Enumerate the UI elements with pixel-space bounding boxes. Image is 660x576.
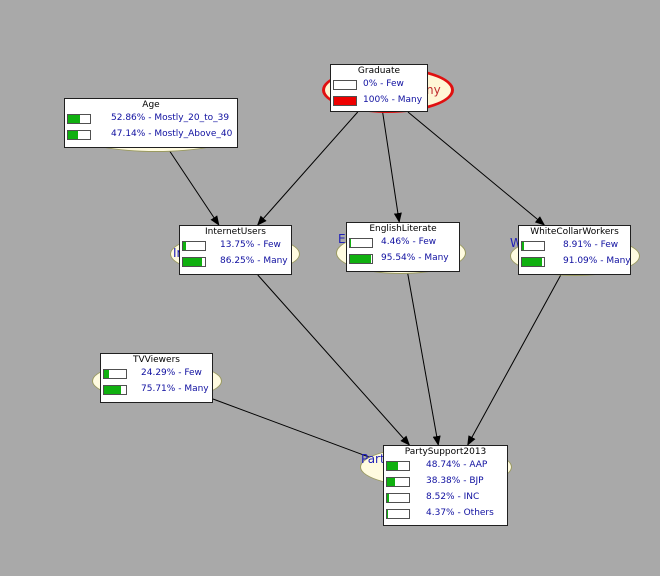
edge-graduate-to-internet (256, 111, 359, 226)
probability-bar (386, 493, 410, 503)
state-label: 24.29% - Few (141, 368, 202, 378)
node-title: Graduate (357, 66, 401, 76)
state-row[interactable]: 91.09% - Many (519, 255, 631, 271)
state-label: 52.86% - Mostly_20_to_39 (111, 113, 230, 123)
state-label: 0% - Few (363, 79, 404, 89)
probability-bar (103, 369, 127, 379)
state-label: 4.46% - Few (381, 237, 437, 247)
internet-ghost-label: In (173, 246, 184, 260)
state-label: 91.09% - Many (563, 256, 631, 266)
node-party-support-2013[interactable]: PartySupport2013 48.74% - AAP 38.38% - B… (383, 445, 508, 526)
edge-graduate-to-english (382, 111, 402, 223)
probability-bar (521, 241, 545, 251)
probability-bar (349, 238, 373, 248)
english-ghost-label: E (338, 232, 346, 246)
probability-bar (333, 96, 357, 106)
probability-bar (386, 477, 410, 487)
state-label: 48.74% - AAP (426, 460, 488, 470)
state-row[interactable]: 8.52% - INC (384, 491, 507, 507)
node-internet-users[interactable]: InternetUsers 13.75% - Few 86.25% - Many (179, 225, 292, 275)
state-label: 8.52% - INC (426, 492, 480, 502)
state-row[interactable]: 48.74% - AAP (384, 459, 507, 475)
probability-bar (103, 385, 127, 395)
node-graduate[interactable]: Graduate 0% - Few 100% - Many (330, 64, 428, 112)
state-label: 95.54% - Many (381, 253, 449, 263)
state-row[interactable]: 13.75% - Few (180, 239, 291, 255)
node-age[interactable]: Age 52.86% - Mostly_20_to_39 47.14% - Mo… (64, 98, 238, 148)
node-white-collar-workers[interactable]: WhiteCollarWorkers 8.91% - Few 91.09% - … (518, 225, 631, 275)
probability-bar (67, 130, 91, 140)
state-row[interactable]: 4.46% - Few (347, 236, 459, 252)
edge-english-to-party (406, 271, 441, 446)
probability-bar (349, 254, 373, 264)
probability-bar (386, 509, 410, 519)
edge-internet-to-party (257, 274, 411, 446)
state-label: 8.91% - Few (563, 240, 619, 250)
state-label: 75.71% - Many (141, 384, 209, 394)
probability-bar (386, 461, 410, 471)
probability-bar (333, 80, 357, 90)
node-title: Age (142, 100, 160, 110)
state-label: 13.75% - Few (220, 240, 281, 250)
state-row[interactable]: 0% - Few (331, 78, 427, 94)
state-label: 86.25% - Many (220, 256, 288, 266)
state-label: 4.37% - Others (426, 508, 494, 518)
state-row[interactable]: 52.86% - Mostly_20_to_39 (65, 112, 237, 128)
state-row[interactable]: 100% - Many (331, 94, 427, 110)
probability-bar (67, 114, 91, 124)
probability-bar (182, 241, 206, 251)
state-row[interactable]: 8.91% - Few (519, 239, 630, 255)
node-english-literate[interactable]: EnglishLiterate 4.46% - Few 95.54% - Man… (346, 222, 460, 272)
graduate-ghost-label: ny (426, 83, 441, 97)
edge-tv-to-party (212, 398, 384, 463)
state-label: 38.38% - BJP (426, 476, 484, 486)
node-title: WhiteCollarWorkers (530, 227, 619, 237)
node-title: PartySupport2013 (404, 447, 487, 457)
state-label: 100% - Many (363, 95, 423, 105)
edge-white_collar-to-party (467, 274, 562, 446)
edge-graduate-to-white_collar (407, 111, 546, 226)
probability-bar (521, 257, 545, 267)
node-title: EnglishLiterate (369, 224, 437, 234)
node-tv-viewers[interactable]: TVViewers 24.29% - Few 75.71% - Many (100, 353, 213, 403)
state-row[interactable]: 24.29% - Few (101, 367, 212, 383)
node-title: InternetUsers (205, 227, 266, 237)
state-row[interactable]: 75.71% - Many (101, 383, 212, 399)
party-ghost-label: Part (361, 452, 385, 466)
state-row[interactable]: 86.25% - Many (180, 255, 291, 271)
state-row[interactable]: 47.14% - Mostly_Above_40 (65, 128, 237, 144)
edge-age-to-internet (167, 147, 220, 226)
node-title: TVViewers (133, 355, 180, 365)
state-row[interactable]: 4.37% - Others (384, 507, 507, 523)
probability-bar (182, 257, 206, 267)
state-row[interactable]: 95.54% - Many (347, 252, 459, 268)
state-label: 47.14% - Mostly_Above_40 (111, 129, 233, 139)
state-row[interactable]: 38.38% - BJP (384, 475, 507, 491)
white-collar-ghost-label: W (510, 236, 522, 250)
